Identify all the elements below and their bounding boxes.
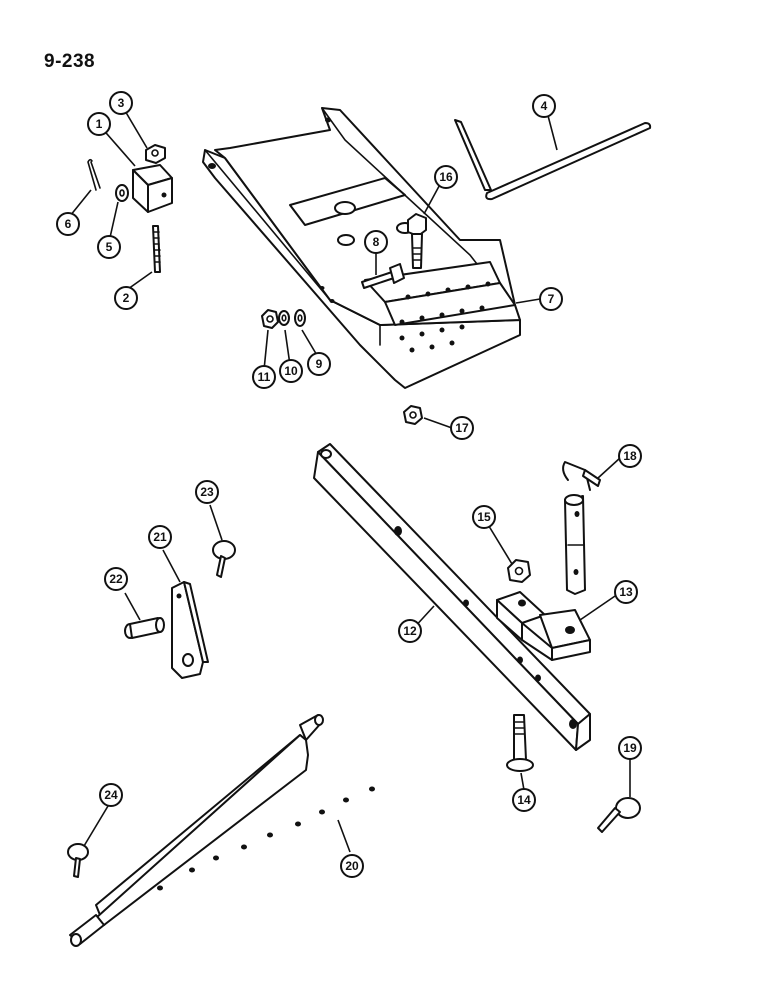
svg-text:11: 11	[258, 370, 271, 384]
part-7-drawbar-frame	[202, 107, 521, 389]
part-16-bolt	[407, 213, 427, 269]
callout-9: 9	[307, 352, 331, 376]
svg-text:24: 24	[104, 788, 118, 802]
callout-14: 14	[512, 788, 536, 812]
part-4-rod	[454, 119, 652, 201]
svg-text:18: 18	[623, 449, 637, 463]
svg-text:14: 14	[517, 793, 531, 807]
svg-text:2: 2	[123, 291, 130, 305]
part-8-bolt	[361, 263, 405, 289]
part-18-pin	[562, 461, 601, 595]
svg-text:15: 15	[477, 510, 491, 524]
callout-15: 15	[472, 505, 496, 529]
part-9-washer	[294, 309, 306, 327]
callout-6: 6	[56, 212, 80, 236]
svg-text:16: 16	[439, 170, 453, 184]
callout-21: 21	[148, 525, 172, 549]
callout-17: 17	[450, 416, 474, 440]
callout-19: 19	[618, 736, 642, 760]
svg-text:5: 5	[106, 240, 113, 254]
part-3-nut	[145, 144, 166, 164]
callout-4: 4	[532, 94, 556, 118]
svg-text:10: 10	[284, 364, 298, 378]
callout-5: 5	[97, 235, 121, 259]
part-24-ring-clip	[67, 843, 89, 878]
svg-text:3: 3	[118, 96, 125, 110]
callout-24: 24	[99, 783, 123, 807]
part-22-clevis-pin	[124, 617, 165, 639]
svg-text:7: 7	[548, 292, 555, 306]
part-14-bolt	[506, 714, 534, 772]
part-17-nut	[403, 405, 423, 425]
svg-text:6: 6	[65, 217, 72, 231]
part-19-ring-pin	[597, 797, 641, 833]
svg-text:12: 12	[403, 624, 417, 638]
part-2-stud	[152, 225, 161, 273]
part-12-drawbar	[313, 443, 591, 751]
part-23-ring-clip	[212, 540, 236, 578]
part-5-washer	[115, 184, 129, 202]
callout-22: 22	[104, 567, 128, 591]
svg-text:22: 22	[109, 572, 123, 586]
svg-text:23: 23	[200, 485, 214, 499]
callout-11: 11	[252, 365, 276, 389]
callout-8: 8	[364, 230, 388, 254]
part-15-nut	[507, 559, 531, 583]
svg-text:19: 19	[623, 741, 637, 755]
callout-23: 23	[195, 480, 219, 504]
svg-text:17: 17	[455, 421, 469, 435]
callout-12: 12	[398, 619, 422, 643]
part-10-lock-washer	[278, 310, 290, 326]
part-11-nut	[261, 309, 279, 329]
svg-text:21: 21	[153, 530, 167, 544]
part-6-cotter-pin	[87, 158, 101, 191]
part-1-clamp-block	[132, 164, 173, 213]
lower-link-holes	[157, 786, 375, 891]
svg-text:13: 13	[619, 585, 633, 599]
callout-20: 20	[340, 854, 364, 878]
svg-text:8: 8	[373, 235, 380, 249]
svg-text:1: 1	[96, 117, 103, 131]
callout-13: 13	[614, 580, 638, 604]
callouts: 1 2 3 4 5 6 7 8 9 10 11 12 13 14 15 16 1…	[56, 91, 642, 878]
callout-1: 1	[87, 112, 111, 136]
callout-2: 2	[114, 286, 138, 310]
part-21-link-plate	[171, 581, 209, 679]
callout-10: 10	[279, 359, 303, 383]
svg-text:9: 9	[316, 357, 323, 371]
part-20-lower-link	[69, 714, 375, 947]
callout-7: 7	[539, 287, 563, 311]
callout-3: 3	[109, 91, 133, 115]
callout-16: 16	[434, 165, 458, 189]
page-label: 9-238	[44, 51, 96, 72]
frame-hole-pattern	[399, 281, 491, 353]
svg-text:20: 20	[345, 859, 359, 873]
callout-18: 18	[618, 444, 642, 468]
svg-text:4: 4	[541, 99, 548, 113]
part-13-hitch-block	[496, 591, 591, 661]
